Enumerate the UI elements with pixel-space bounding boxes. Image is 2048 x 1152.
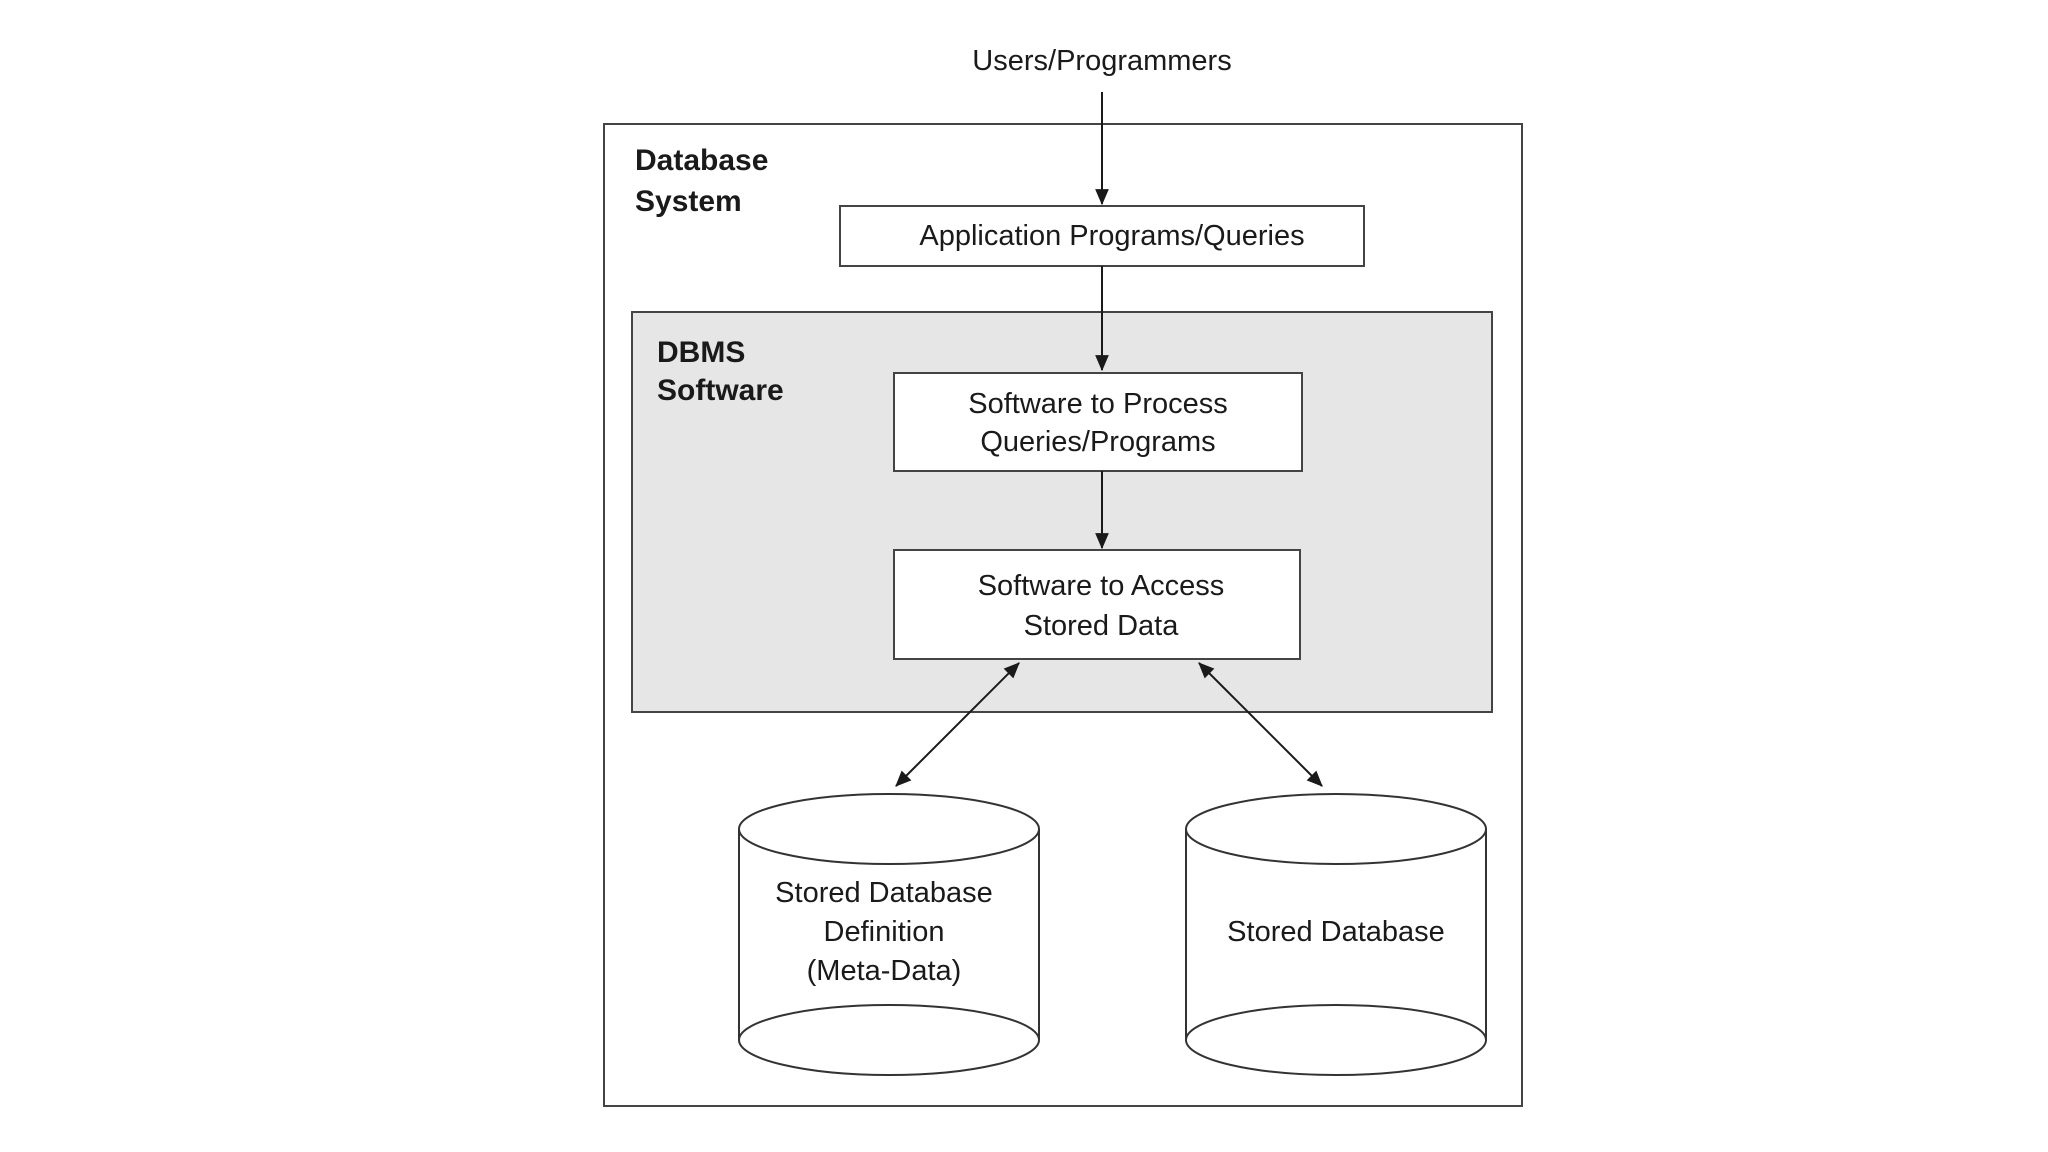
process-queries-box <box>893 372 1303 472</box>
stored-database-cylinder <box>1185 793 1487 1076</box>
access-stored-data-box <box>893 549 1301 660</box>
dbms-software-label-line1: DBMS <box>657 336 745 369</box>
application-programs-label: Application Programs/Queries <box>919 220 1304 252</box>
metadata-cylinder <box>738 793 1040 1076</box>
process-box-label-line1: Software to Process <box>968 388 1228 420</box>
database-system-label-line1: Database <box>635 144 768 177</box>
access-to-metadata-arrow <box>895 662 1020 787</box>
application-programs-box <box>839 205 1365 267</box>
users-programmers-label: Users/Programmers <box>972 45 1231 77</box>
dbms-software-label-line2: Software <box>657 374 784 407</box>
metadata-label-line1: Stored Database <box>775 877 993 909</box>
metadata-label-line2: Definition <box>824 916 945 948</box>
access-box-label-line1: Software to Access <box>978 570 1225 602</box>
stored-database-label: Stored Database <box>1227 916 1445 948</box>
access-box-label-line2: Stored Data <box>1024 610 1180 642</box>
metadata-label-line3: (Meta-Data) <box>807 955 962 987</box>
database-system-label-line2: System <box>635 185 742 218</box>
access-to-database-arrow <box>1198 662 1323 787</box>
process-box-label-line2: Queries/Programs <box>980 426 1215 458</box>
